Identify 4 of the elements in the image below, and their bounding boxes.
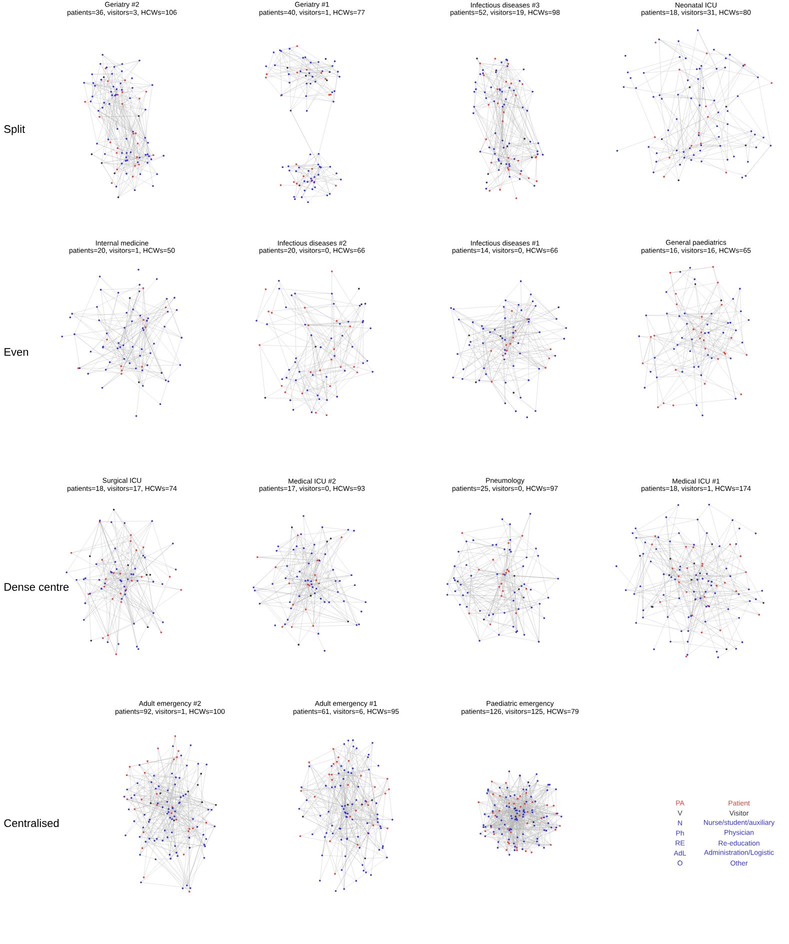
row-label: Dense centre <box>4 583 69 591</box>
row-label: Centralised <box>4 818 59 828</box>
row-label: Split <box>4 124 26 136</box>
row-label: Even <box>4 348 28 356</box>
